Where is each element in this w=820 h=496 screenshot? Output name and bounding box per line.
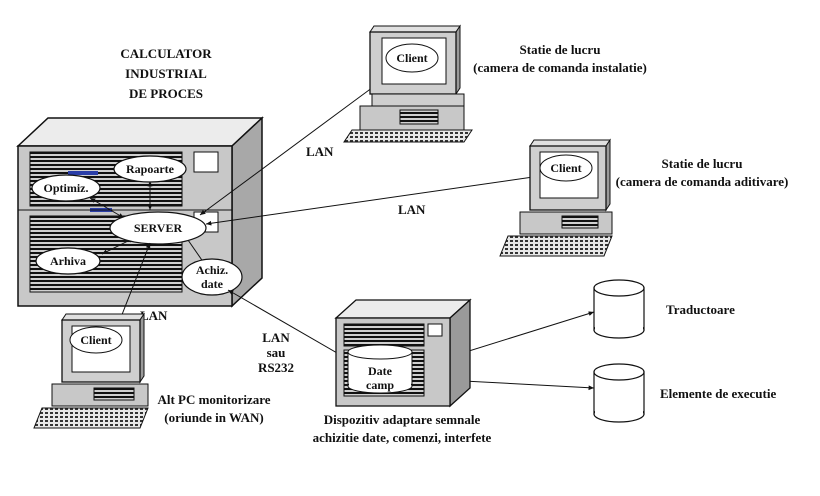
workstation-2-caption: Statie de lucru (camera de comanda aditi…	[616, 156, 789, 189]
lan-rs-line3: RS232	[258, 360, 294, 375]
module-arhiva: Arhiva	[35, 247, 101, 275]
station1-line1: Statie de lucru	[520, 42, 601, 57]
module-achiz-label-1: Achiz.	[196, 263, 228, 277]
date-camp-cylinder: Date camp	[347, 344, 413, 394]
module-arhiva-label: Arhiva	[50, 254, 86, 268]
module-achiz-label-2: date	[201, 277, 224, 291]
module-server: SERVER	[109, 211, 207, 245]
monitor-pc: Client	[33, 312, 149, 429]
server-title: CALCULATOR INDUSTRIAL DE PROCES	[120, 46, 212, 101]
lan-label-monitor: LAN	[140, 308, 168, 323]
module-optimiz-label: Optimiz.	[44, 181, 89, 195]
station2-line1: Statie de lucru	[662, 156, 743, 171]
server-title-line3: DE PROCES	[129, 86, 203, 101]
module-optimiz: Optimiz.	[31, 174, 101, 202]
lan-rs-line1: LAN	[262, 330, 290, 345]
workstation-2: Client	[499, 138, 613, 257]
lan-rs232-label: LAN sau RS232	[258, 330, 294, 375]
monitor-pc-line1: Alt PC monitorizare	[157, 392, 270, 407]
lan-label-station1: LAN	[306, 144, 334, 159]
workstation-1-client-label: Client	[396, 51, 427, 65]
date-camp-line1: Date	[368, 364, 393, 378]
module-server-label: SERVER	[134, 221, 183, 235]
device-caption-line1: Dispozitiv adaptare semnale	[324, 412, 481, 427]
lan-label-station2: LAN	[398, 202, 426, 217]
module-rapoarte-label: Rapoarte	[126, 162, 175, 176]
acquisition-device: Date camp	[334, 298, 472, 408]
device-caption: Dispozitiv adaptare semnale achizitie da…	[313, 412, 492, 445]
server-title-line1: CALCULATOR	[120, 46, 212, 61]
server-title-line2: INDUSTRIAL	[125, 66, 207, 81]
monitor-pc-line2: (oriunde in WAN)	[164, 410, 263, 425]
workstation-1: Client	[343, 24, 473, 143]
station2-line2: (camera de comanda aditivare)	[616, 174, 789, 189]
monitor-pc-caption: Alt PC monitorizare (oriunde in WAN)	[157, 392, 270, 425]
module-achiz: Achiz. date	[181, 258, 243, 296]
lan-rs-line2: sau	[267, 345, 286, 360]
monitor-pc-client-label: Client	[80, 333, 111, 347]
workstation-2-client-label: Client	[550, 161, 581, 175]
station1-line2: (camera de comanda instalatie)	[473, 60, 647, 75]
elemente-label: Elemente de executie	[660, 386, 776, 401]
traductoare-label: Traductoare	[666, 302, 735, 317]
workstation-1-caption: Statie de lucru (camera de comanda insta…	[473, 42, 647, 75]
date-camp-line2: camp	[366, 378, 394, 392]
elemente-cylinder	[593, 363, 645, 423]
traductoare-cylinder	[593, 279, 645, 339]
device-caption-line2: achizitie date, comenzi, interfete	[313, 430, 492, 445]
module-rapoarte: Rapoarte	[113, 155, 187, 183]
